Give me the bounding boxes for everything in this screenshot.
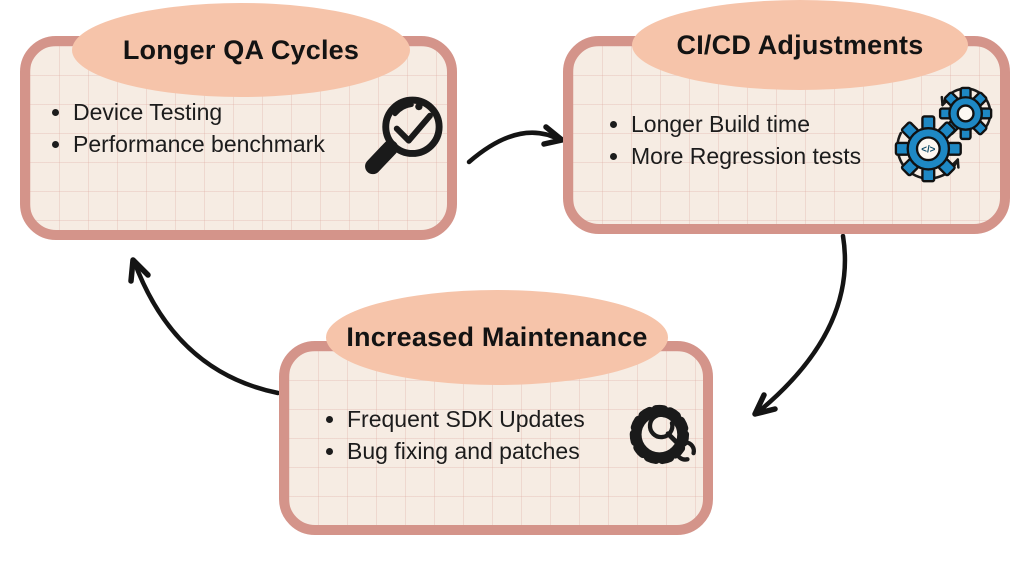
node-cicd-adjustments: CI/CD Adjustments Longer Build time More… (563, 0, 1010, 234)
node-title-ellipse: Longer QA Cycles (72, 3, 410, 97)
gears-sync-icon: </> (894, 86, 993, 183)
node-title: Longer QA Cycles (122, 34, 360, 65)
node-increased-maintenance: Increased Maintenance Frequent SDK Updat… (279, 290, 713, 535)
arrow-maintenance-to-qa (128, 257, 281, 396)
node-title-ellipse: CI/CD Adjustments (632, 0, 968, 90)
big-gear: </> (894, 115, 962, 183)
magnifier-check-icon (365, 96, 443, 175)
bullet-item: More Regression tests (631, 140, 861, 172)
bullet-item: Frequent SDK Updates (347, 403, 585, 435)
bullet-item: Longer Build time (631, 108, 861, 140)
node-title: Increased Maintenance (346, 322, 648, 352)
node-title: CI/CD Adjustments (676, 29, 924, 60)
arrow-cicd-to-maintenance (752, 233, 848, 417)
node-title-ellipse: Increased Maintenance (326, 290, 668, 385)
bullet-list: Longer Build time More Regression tests (607, 108, 861, 172)
bullet-item: Bug fixing and patches (347, 435, 585, 467)
code-glyph: </> (921, 144, 935, 155)
bullet-list: Frequent SDK Updates Bug fixing and patc… (323, 403, 585, 467)
node-longer-qa-cycles: Longer QA Cycles Device Testing Performa… (20, 3, 457, 240)
arrow-qa-to-cicd (466, 124, 565, 165)
bullet-item: Device Testing (73, 96, 325, 128)
bullet-item: Performance benchmark (73, 128, 325, 160)
bullet-list: Device Testing Performance benchmark (49, 96, 325, 160)
gear-wrench-icon (629, 404, 696, 465)
